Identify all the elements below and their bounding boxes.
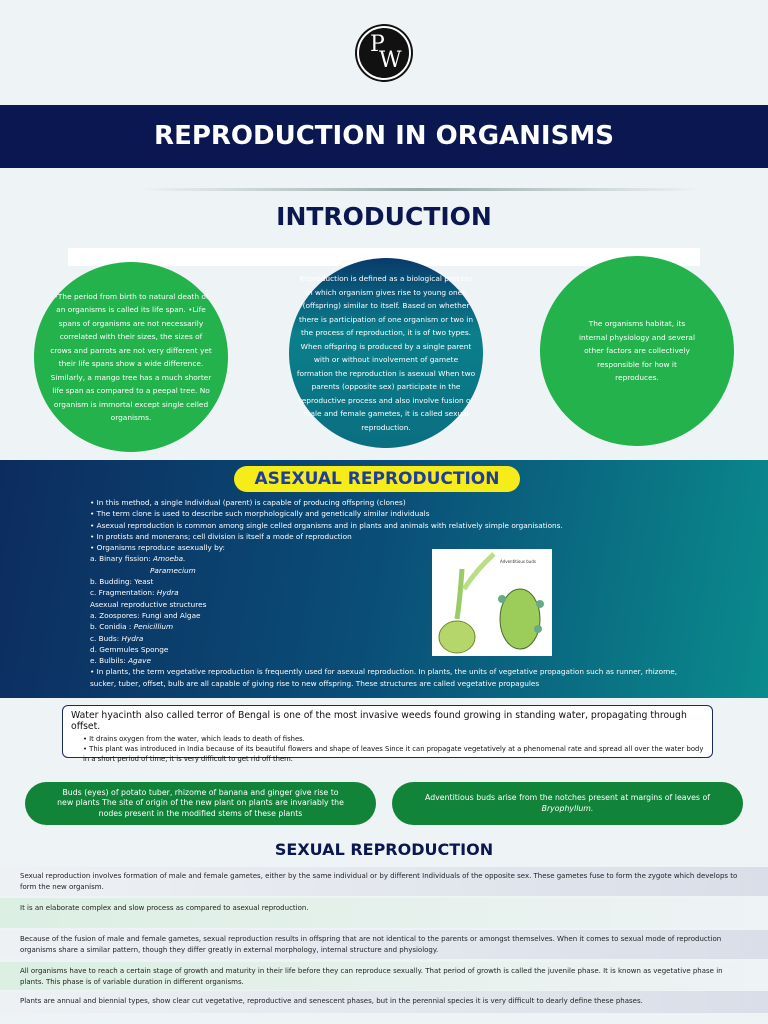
logo-letter-w: W bbox=[379, 48, 402, 73]
water-hyacinth-box: Water hyacinth also called terror of Ben… bbox=[62, 705, 713, 763]
plant-illustration: Adventitious buds bbox=[432, 549, 552, 656]
list-item: • In plants, the term vegetative reprodu… bbox=[90, 667, 678, 688]
list-item: c. Buds: Hydra bbox=[90, 633, 144, 643]
asexual-section bbox=[0, 460, 768, 698]
list-item: e. Bulbils: Agave bbox=[90, 656, 151, 666]
list-item: Paramecium bbox=[150, 565, 196, 575]
list-item: b. Budding: Yeast bbox=[90, 577, 154, 587]
circle-text: Reproduction is defined as a biological … bbox=[296, 274, 476, 432]
intro-circle-habitat: The organisms habitat, its internal phys… bbox=[540, 256, 734, 446]
bulb-and-leaf-icon: Adventitious buds bbox=[438, 552, 544, 654]
sexual-row: Because of the fusion of male and female… bbox=[0, 930, 768, 959]
figure-label: Adventitious buds bbox=[500, 559, 536, 564]
list-item: • It drains oxygen from the water, which… bbox=[83, 735, 305, 743]
list-item: • Asexual reproduction is common among s… bbox=[90, 520, 563, 530]
list-item: Asexual reproductive structures bbox=[90, 599, 207, 609]
list-item: • In protists and monerans; cell divisio… bbox=[90, 531, 352, 541]
bryophyllum-pill: Adventitious buds arise from the notches… bbox=[392, 782, 743, 825]
sexual-row: Sexual reproduction involves formation o… bbox=[0, 867, 768, 896]
circle-text: The organisms habitat, its internal phys… bbox=[578, 319, 696, 383]
pill-text: Buds (eyes) of potato tuber, rhizome of … bbox=[57, 787, 344, 818]
list-item: c. Fragmentation: Hydra bbox=[90, 588, 179, 598]
divider bbox=[140, 188, 700, 191]
page-title: REPRODUCTION IN ORGANISMS bbox=[0, 105, 768, 168]
list-item: a. Zoospores: Fungi and Algae bbox=[90, 610, 201, 620]
list-item: • This plant was introduced in India bec… bbox=[83, 745, 704, 763]
list-item: • Organisms reproduce asexually by: bbox=[90, 543, 225, 553]
circle-text: •The period from birth to natural death … bbox=[50, 291, 212, 423]
list-item: a. Binary fission: Amoeba. bbox=[90, 554, 186, 564]
sexual-heading: SEXUAL REPRODUCTION bbox=[274, 840, 494, 859]
intro-circle-lifespan: •The period from birth to natural death … bbox=[34, 262, 228, 452]
list-item: • The term clone is used to describe suc… bbox=[90, 509, 430, 519]
pill-text: Adventitious buds arise from the notches… bbox=[425, 793, 710, 813]
intro-bar bbox=[68, 248, 700, 266]
list-item: b. Conidia : Penicillium bbox=[90, 622, 174, 632]
potato-buds-pill: Buds (eyes) of potato tuber, rhizome of … bbox=[25, 782, 376, 825]
intro-circle-definition: Reproduction is defined as a biological … bbox=[289, 258, 483, 448]
list-item: • In this method, a single Individual (p… bbox=[90, 498, 406, 507]
asexual-list: • In this method, a single Individual (p… bbox=[90, 497, 680, 689]
intro-heading: INTRODUCTION bbox=[276, 202, 492, 231]
sexual-row: All organisms have to reach a certain st… bbox=[0, 962, 768, 990]
sexual-row: Plants are annual and biennial types, sh… bbox=[0, 991, 768, 1013]
logo-letter-p: P bbox=[370, 32, 385, 57]
asexual-heading: ASEXUAL REPRODUCTION bbox=[234, 466, 520, 492]
sexual-row: It is an elaborate complex and slow proc… bbox=[0, 898, 768, 928]
hyacinth-title: Water hyacinth also called terror of Ben… bbox=[71, 710, 687, 732]
list-item: d. Gemmules Sponge bbox=[90, 644, 169, 654]
